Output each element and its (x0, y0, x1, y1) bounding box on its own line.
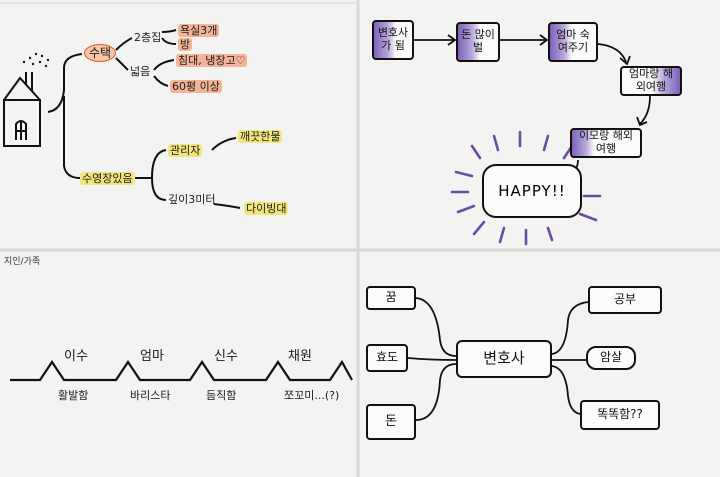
flow-box-mom-gift: 엄마 숙여주기 (548, 22, 598, 62)
bathroom-node: 욕실3개 (178, 24, 220, 37)
career-left-dream: 꿈 (366, 286, 416, 310)
bed-fridge-node: 침대, 냉장고♡ (176, 54, 248, 67)
person-name-1: 이수 (64, 349, 88, 364)
sixty-pyeong-node: 60평 이상 (170, 80, 222, 93)
diving-board-node: 다이빙대 (244, 202, 289, 215)
person-trait-3: 듬직함 (206, 389, 237, 402)
house-icon (3, 72, 41, 147)
person-name-3: 신수 (214, 349, 238, 364)
wide-node: 넓음 (130, 65, 151, 78)
person-trait-2: 바리스타 (130, 389, 171, 402)
flow-box-aunt-trip: 이모랑 해외여행 (570, 128, 642, 158)
pool-node: 수영장있음 (80, 172, 135, 185)
career-right-smart: 똑똑함?? (580, 400, 660, 430)
timeline-line (10, 359, 353, 382)
flow-box-lawyer: 변호사가 됨 (372, 20, 414, 60)
career-right-study: 공부 (588, 286, 662, 314)
quadrant-label: 지인/가족 (4, 257, 41, 267)
flow-box-mom-trip: 엄마랑 해외여행 (620, 66, 682, 96)
room-node: 방 (178, 38, 193, 51)
person-name-4: 채원 (288, 349, 312, 364)
flow-box-money: 돈 많이 벌 (456, 22, 500, 62)
clean-water-node: 깨끗한물 (238, 130, 283, 143)
root-node: 수택 (84, 44, 117, 62)
person-trait-1: 활발함 (58, 389, 89, 402)
career-left-filial: 효도 (366, 344, 408, 372)
happy-bubble: HAPPY!! (482, 164, 582, 218)
smoke-icon (22, 52, 50, 68)
career-left-money: 돈 (366, 404, 416, 440)
career-center: 변호사 (456, 340, 552, 378)
person-name-2: 엄마 (140, 349, 164, 364)
career-right-memorize: 암살 (586, 346, 636, 370)
depth-node: 깊이3미터 (168, 193, 216, 206)
manager-node: 관리자 (168, 144, 203, 157)
two-story-node: 2층집 (134, 31, 162, 44)
person-trait-4: 쪼꼬미...(?) (284, 389, 340, 402)
